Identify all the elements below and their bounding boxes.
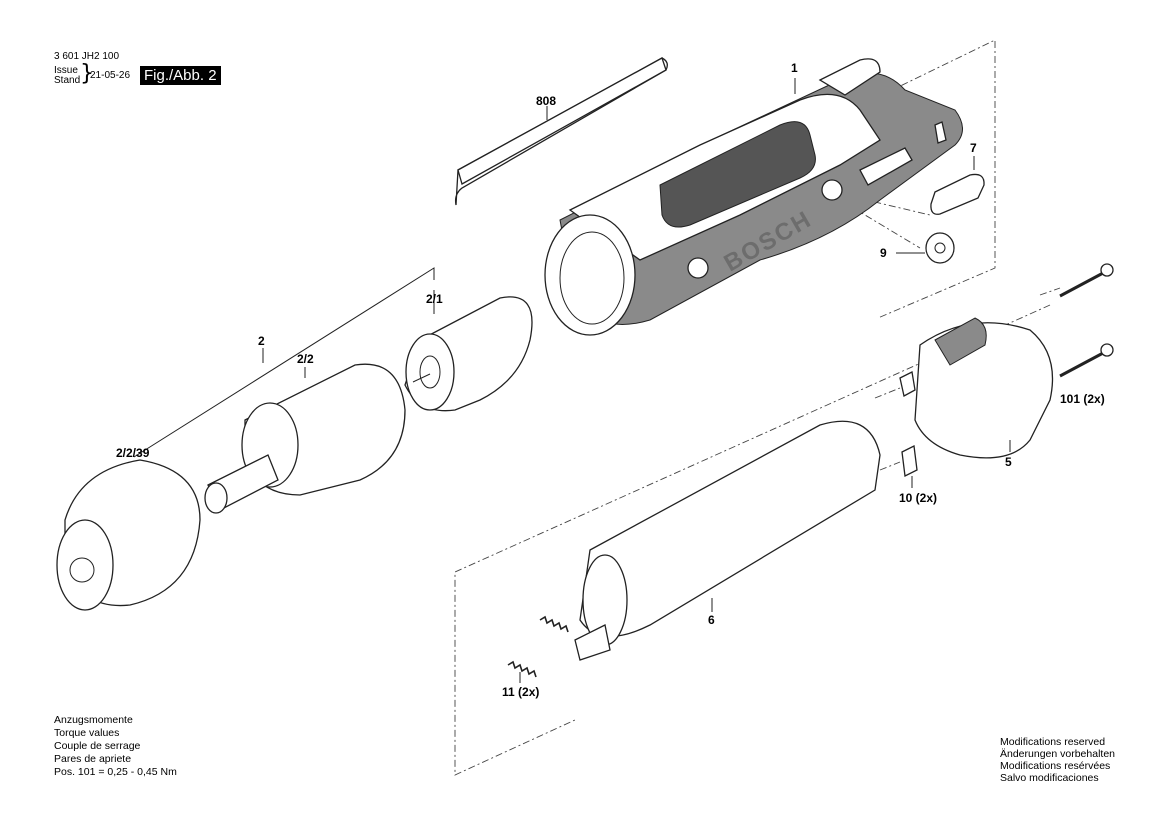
callout-5: 5 — [1005, 455, 1012, 469]
cover-7 — [930, 156, 985, 215]
stand-label: Stand — [54, 75, 81, 86]
modifications-notice: Modifications reserved Änderungen vorbeh… — [1000, 736, 1115, 784]
assembly-guide-upper — [877, 39, 996, 319]
callout-2-2-39: 2/2/39 — [116, 446, 150, 460]
housing-1 — [544, 58, 963, 336]
frame-6 — [574, 420, 881, 661]
callout-9: 9 — [880, 246, 887, 260]
modifications-line: Salvo modificaciones — [1000, 772, 1099, 784]
chuck-2-2-39 — [56, 459, 201, 611]
figure-label: Fig./Abb. 2 — [140, 66, 221, 85]
callout-2-1: 2/1 — [426, 292, 443, 306]
part-number: 3 601 JH2 100 — [54, 51, 120, 62]
torque-note-line: Pares de apriete — [54, 753, 132, 765]
screws-101 — [1059, 263, 1114, 378]
issue-date: 21-05-26 — [90, 70, 131, 81]
guide-101 — [1039, 287, 1061, 296]
callout-7: 7 — [970, 141, 977, 155]
torque-note-line: Pos. 101 = 0,25 - 0,45 Nm — [54, 766, 177, 778]
callout-808: 808 — [536, 94, 556, 108]
torque-note-line: Torque values — [54, 727, 120, 739]
callout-101: 101 (2x) — [1060, 392, 1105, 406]
modifications-line: Modifications reserved — [1000, 736, 1106, 748]
label-strip-808 — [454, 57, 668, 206]
torque-note-line: Couple de serrage — [54, 740, 141, 752]
issue-stand-label: Issue Stand — [54, 66, 80, 86]
assembly-guide-lower — [454, 304, 1051, 776]
torque-note-line: Anzugsmomente — [54, 714, 133, 726]
motor-2-1 — [404, 296, 533, 412]
callout-11: 11 (2x) — [502, 685, 539, 699]
bracket-2 — [133, 267, 435, 458]
brace-symbol: } — [80, 61, 94, 86]
springs-11 — [507, 615, 569, 683]
gearbox-2-2 — [204, 363, 406, 514]
callout-6: 6 — [708, 613, 715, 627]
end-cap-5 — [914, 317, 1054, 459]
modifications-line: Modifications resérvées — [1000, 760, 1111, 772]
callout-1: 1 — [791, 61, 798, 75]
guide-10-upper — [874, 387, 901, 399]
issue-label: Issue — [54, 65, 78, 76]
clips-10 — [899, 371, 918, 488]
torque-notes: Anzugsmomente Torque values Couple de se… — [54, 714, 177, 779]
modifications-line: Änderungen vorbehalten — [1000, 748, 1116, 760]
callout-2: 2 — [258, 334, 265, 348]
button-9 — [896, 232, 955, 264]
callout-10: 10 (2x) — [899, 491, 937, 505]
callout-2-2: 2/2 — [297, 352, 314, 366]
guide-10-lower — [879, 461, 901, 471]
